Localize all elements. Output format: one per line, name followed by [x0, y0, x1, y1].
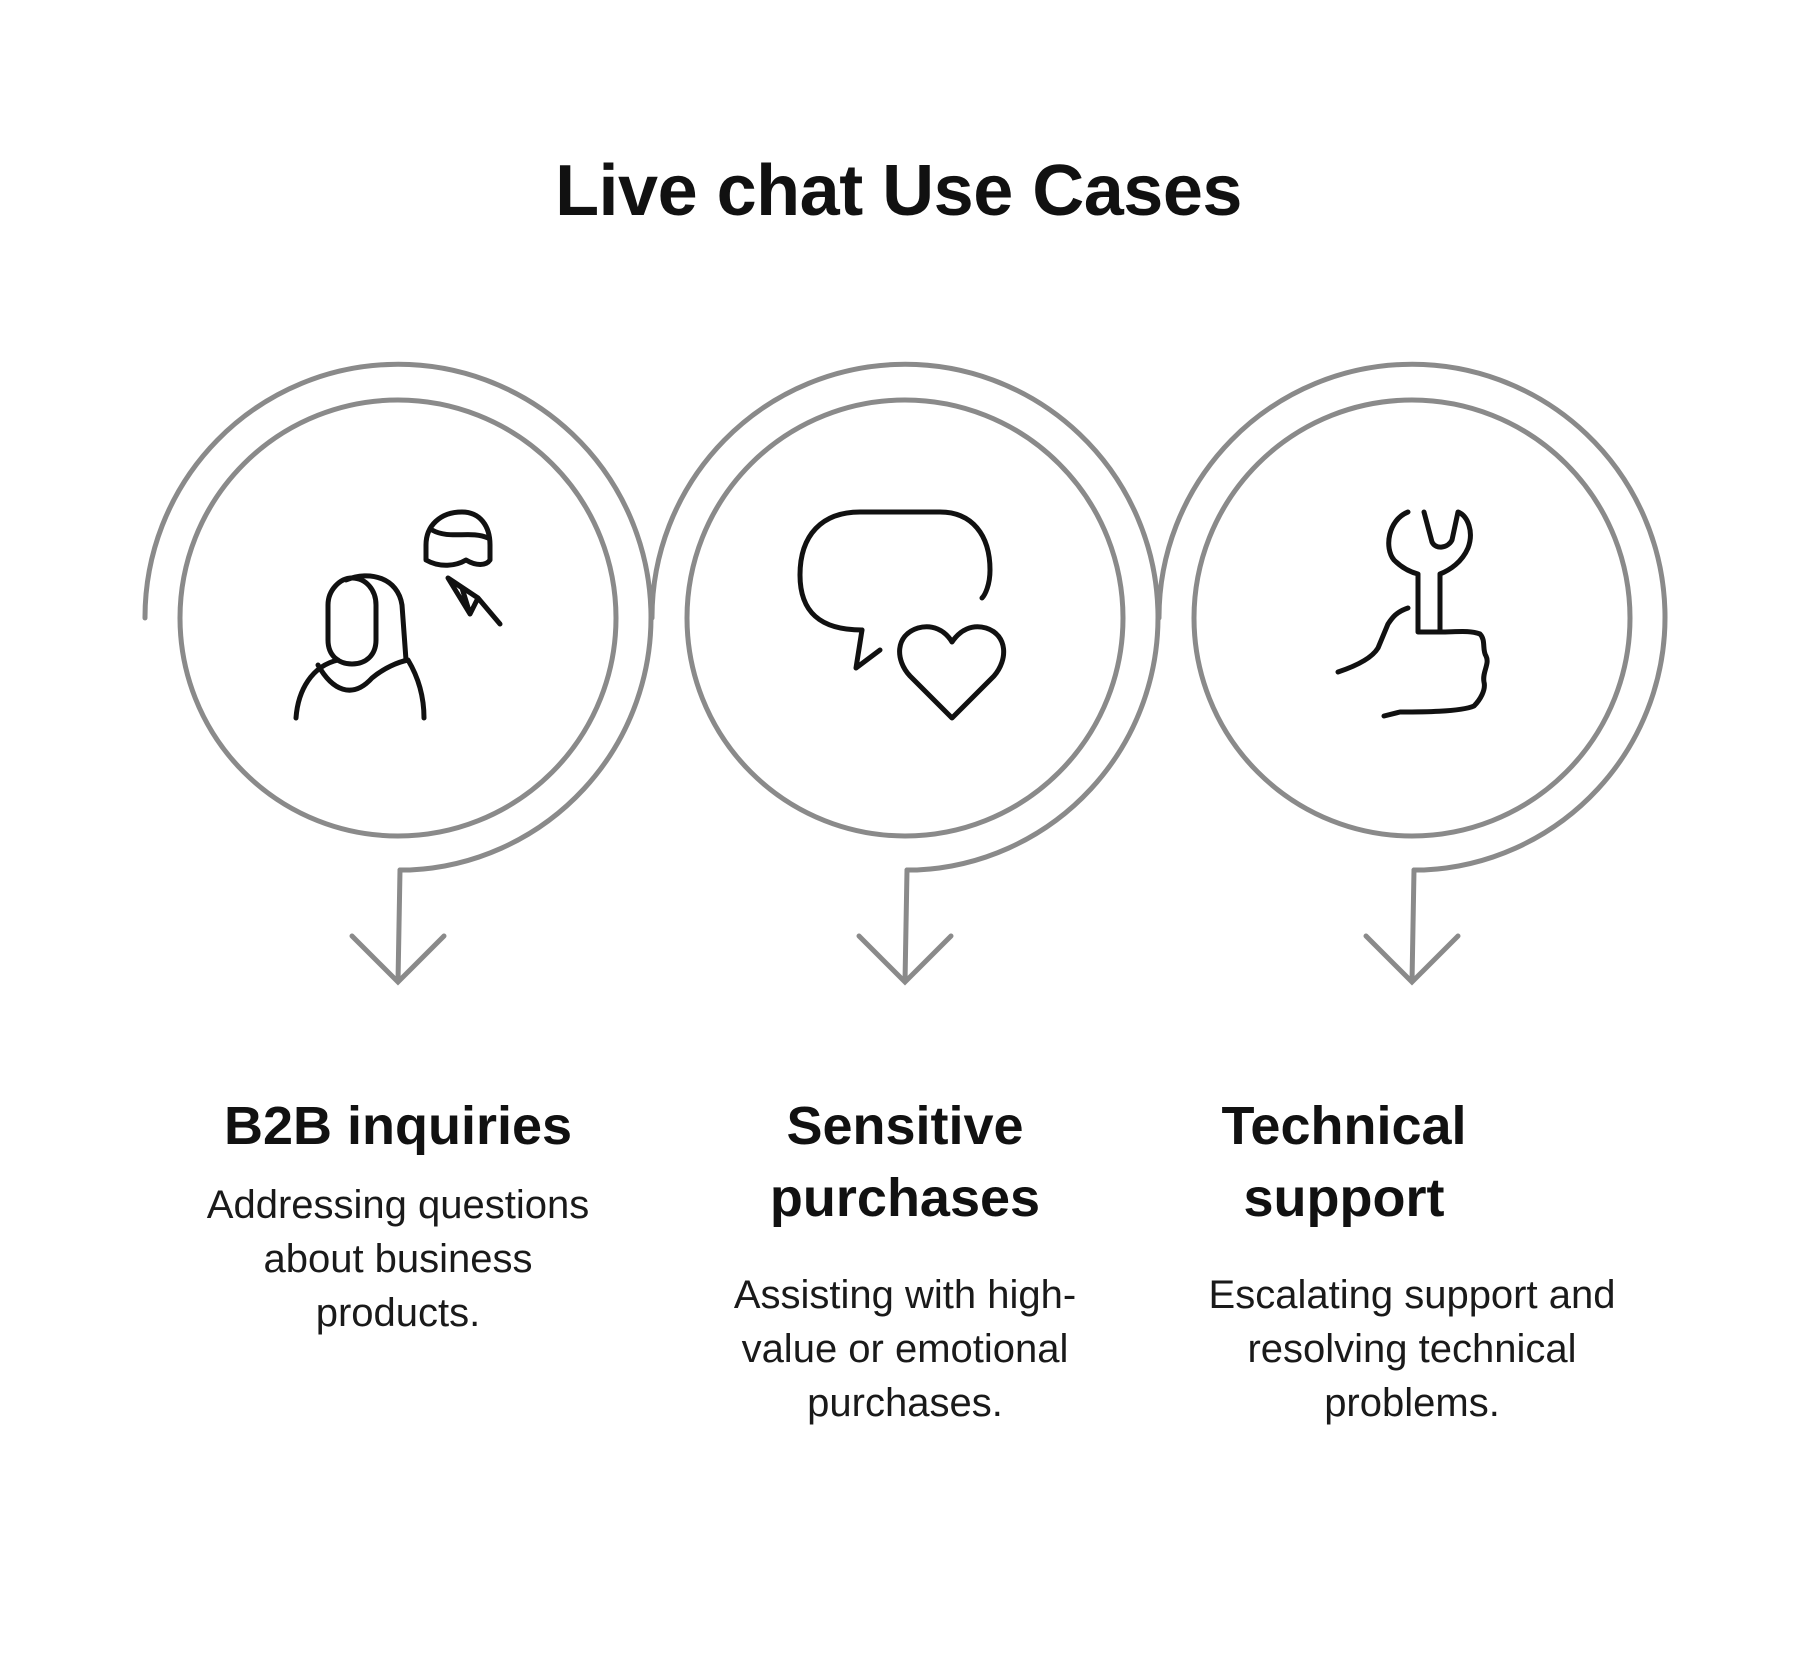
case-2-outer-arc	[649, 361, 1161, 873]
case-3-outer-arc	[1156, 361, 1668, 873]
hand-wrench-icon	[1335, 509, 1490, 719]
chat-bubble-heart-icon	[797, 509, 1007, 721]
case-2-description: Assisting with high-value or emotional p…	[733, 1273, 1077, 1425]
case-3-arrow-down-icon	[1363, 867, 1461, 986]
case-1-arrow-down-icon	[349, 867, 447, 986]
case-1-inner-ring	[177, 397, 619, 839]
person-with-agent-icon	[293, 509, 503, 721]
case-2-arrow-down-icon	[856, 867, 954, 986]
case-3-inner-ring	[1191, 397, 1633, 839]
case-1-title: B2B inquiries	[223, 1096, 573, 1156]
case-3-graphic	[1156, 361, 1668, 986]
case-3-title: Technical support	[1221, 1096, 1467, 1228]
case-1-description: Addressing questions about business prod…	[206, 1183, 590, 1335]
case-3: Technical support Escalating support and…	[1202, 1090, 1622, 1430]
case-2-graphic	[649, 361, 1161, 986]
page-title: Live chat Use Cases	[555, 151, 1242, 231]
case-2: Sensitive purchases Assisting with high-…	[695, 1090, 1115, 1430]
case-3-description: Escalating support and resolving technic…	[1208, 1273, 1616, 1425]
case-1-outer-arc	[142, 361, 654, 873]
case-2-inner-ring	[684, 397, 1126, 839]
case-1: B2B inquiries Addressing questions about…	[188, 1090, 608, 1340]
case-2-title: Sensitive purchases	[769, 1096, 1041, 1228]
case-1-graphic	[142, 361, 654, 986]
